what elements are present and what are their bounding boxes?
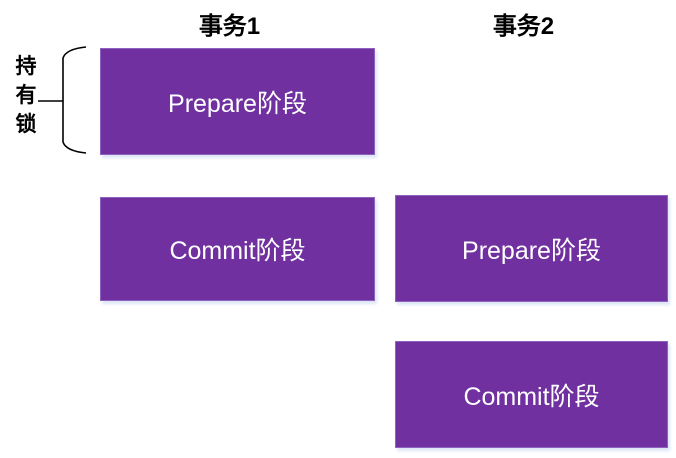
box-label: Commit阶段 xyxy=(463,382,600,411)
box-label: Prepare阶段 xyxy=(462,236,601,265)
box-t1-prepare-phase: Prepare阶段 xyxy=(100,48,375,155)
lock-label-char-1: 持 xyxy=(15,55,37,78)
lock-label-char-3: 锁 xyxy=(15,113,37,136)
box-t2-commit-phase: Commit阶段 xyxy=(395,341,668,448)
lock-label: 持 有 锁 xyxy=(12,52,40,139)
column-title-transaction1: 事务1 xyxy=(198,13,261,40)
column-title-transaction2: 事务2 xyxy=(492,13,555,40)
brace-bracket-icon xyxy=(38,46,87,154)
box-t1-commit-phase: Commit阶段 xyxy=(100,197,375,301)
box-label: Commit阶段 xyxy=(169,237,306,265)
box-label: Prepare阶段 xyxy=(168,89,307,118)
box-t2-prepare-phase: Prepare阶段 xyxy=(395,195,668,302)
lock-label-char-2: 有 xyxy=(15,84,37,107)
